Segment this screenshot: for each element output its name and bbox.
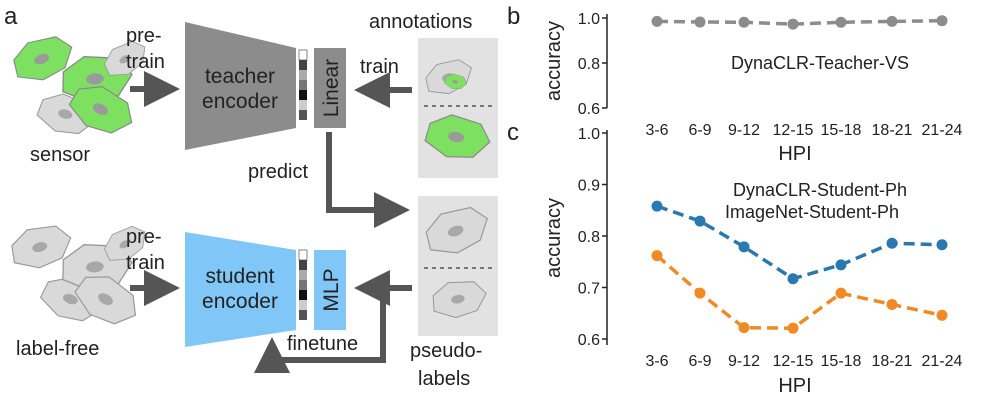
chart-b-ytick-0: 0.6 <box>578 101 600 118</box>
predict-label: predict <box>248 161 308 183</box>
chart-c-series-1-point-4 <box>835 287 847 299</box>
chart-c-series-label-0: DynaCLR-Student-Ph <box>733 180 907 200</box>
chart-c-xtick-2: 9-12 <box>728 353 760 370</box>
train-label: train <box>360 56 399 78</box>
chart-c-xtick-0: 3-6 <box>645 353 668 370</box>
chart-c-series-1-point-2 <box>738 322 750 334</box>
chart-b: accuracy 0.6 0.8 1.0 3-6 6-9 9-12 12-15 … <box>543 11 963 165</box>
chart-c-xlabel: HPI <box>778 375 811 397</box>
chart-c-ytick-1: 0.7 <box>578 281 600 298</box>
chart-b-xtick-4: 15-18 <box>821 122 862 139</box>
chart-b-xtick-5: 18-21 <box>872 122 913 139</box>
chart-c-ytick-3: 0.9 <box>578 178 600 195</box>
pseudo-labels-label-1: pseudo- <box>410 340 482 362</box>
chart-c-series-1-point-5 <box>886 298 898 310</box>
finetune-label: finetune <box>287 333 358 355</box>
chart-b-xlabel: HPI <box>778 143 811 165</box>
student-encoder-label-1: student <box>206 265 275 288</box>
chart-b-xtick-2: 9-12 <box>728 122 760 139</box>
linear-label: Linear <box>320 59 343 117</box>
finetune-arrow <box>254 288 386 373</box>
pretrain-top-line2: train <box>126 51 165 73</box>
label-free-label: label-free <box>16 338 99 360</box>
chart-c-series-1-point-0 <box>651 250 663 262</box>
chart-b-series-0-point-0 <box>651 15 663 27</box>
chart-c-ytick-0: 0.6 <box>578 332 600 349</box>
chart-b-series-label-0: DynaCLR-Teacher-VS <box>731 53 909 73</box>
chart-c-xtick-3: 12-15 <box>773 353 814 370</box>
teacher-encoder-label-1: teacher <box>205 65 275 88</box>
panel-label-a: a <box>4 3 18 30</box>
mlp-head-block <box>314 250 346 330</box>
chart-c-series-1-point-3 <box>787 322 799 334</box>
annotations-cells-image <box>420 53 494 165</box>
chart-c-ytick-4: 1.0 <box>578 126 600 143</box>
teacher-embedding-strip <box>298 49 308 120</box>
chart-b-series-0-point-2 <box>738 16 750 28</box>
chart-b-series-0-point-3 <box>787 18 799 30</box>
chart-c-series-0-point-4 <box>835 259 847 271</box>
chart-c-xtick-4: 15-18 <box>821 353 862 370</box>
pretrain-bottom-line1: pre- <box>126 226 162 248</box>
chart-b-series-0-point-5 <box>886 15 898 27</box>
chart-b-ylabel: accuracy <box>543 21 565 101</box>
pretrain-bottom-line2: train <box>126 252 165 274</box>
chart-c-xtick-1: 6-9 <box>688 353 711 370</box>
chart-b-xtick-3: 12-15 <box>773 122 814 139</box>
student-embedding-strip <box>298 249 308 320</box>
panel-label-b: b <box>507 3 520 30</box>
chart-c-series-0-point-6 <box>936 239 948 251</box>
sensor-label: sensor <box>30 144 90 166</box>
chart-b-ytick-2: 1.0 <box>578 11 600 28</box>
pseudo-labels-cells-image <box>419 199 496 322</box>
chart-c-xtick-5: 18-21 <box>872 353 913 370</box>
chart-c-series-label-1: ImageNet-Student-Ph <box>725 202 899 222</box>
chart-c-xtick-6: 21-24 <box>922 353 963 370</box>
student-encoder-label-2: encoder <box>202 290 278 313</box>
annotations-label: annotations <box>369 11 472 33</box>
chart-b-ytick-1: 0.8 <box>578 56 600 73</box>
chart-b-series-0-point-1 <box>694 16 706 28</box>
chart-c-ylabel: accuracy <box>543 198 565 278</box>
mlp-label: MLP <box>320 268 343 311</box>
panel-label-c: c <box>507 119 519 146</box>
chart-c-series-0-point-3 <box>787 273 799 285</box>
chart-c-series-0-point-0 <box>651 200 663 212</box>
teacher-encoder-block <box>185 22 296 150</box>
chart-b-xtick-1: 6-9 <box>688 122 711 139</box>
linear-head-block <box>314 48 346 128</box>
chart-b-xtick-0: 3-6 <box>645 122 668 139</box>
chart-c-series-1-point-6 <box>936 309 948 321</box>
chart-c-series-0-point-1 <box>694 215 706 227</box>
pseudo-labels-label-2: labels <box>418 368 470 390</box>
chart-c-series-0-point-2 <box>738 241 750 253</box>
teacher-encoder-label-2: encoder <box>202 90 278 113</box>
chart-c: accuracy 0.6 0.7 0.8 0.9 1.0 3-6 6-9 9-1… <box>543 126 963 397</box>
chart-b-xtick-6: 21-24 <box>922 122 963 139</box>
predict-arrow <box>326 132 410 228</box>
chart-c-ytick-2: 0.8 <box>578 229 600 246</box>
chart-b-series-0-point-6 <box>936 15 948 27</box>
pretrain-top-line1: pre- <box>126 25 162 47</box>
chart-c-series-1-point-1 <box>694 287 706 299</box>
student-encoder-block <box>185 232 296 347</box>
chart-b-series-0-point-4 <box>835 16 847 28</box>
chart-c-series-0-point-5 <box>886 237 898 249</box>
